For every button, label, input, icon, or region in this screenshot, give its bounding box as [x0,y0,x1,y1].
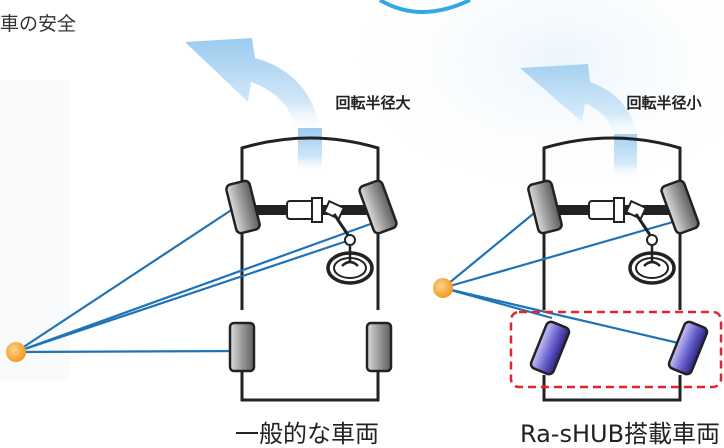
right-vehicle [442,136,723,402]
wheel-icon [529,320,571,376]
header-fragment: 車の安全 [0,13,76,35]
top-circle-arc [378,0,471,14]
wheel-icon [225,179,261,235]
turn-center-icon [6,342,26,362]
radius-label-large: 回転半径大 [335,94,410,112]
steer-lines [442,204,688,347]
background-panel [0,80,70,380]
steer-lines [15,202,377,354]
left-vehicle [15,136,398,402]
caption-ra-shub: Ra-sHUB搭載車両 [520,420,720,448]
turn-center-icon [433,278,453,298]
radius-label-small: 回転半径小 [626,94,701,112]
curved-arrow-icon [520,64,637,179]
wheel-icon [365,321,393,373]
steering-wheel-icon [326,246,374,285]
curved-arrow-icon [185,38,322,173]
wheel-icon [667,320,709,376]
wheel-icon [527,179,563,235]
rear-steer-highlight [509,310,723,389]
steering-wheel-icon [628,246,676,285]
caption-conventional: 一般的な車両 [235,420,379,448]
wheel-icon [358,179,398,235]
wheel-icon [660,179,700,235]
wheel-icon [228,321,256,373]
